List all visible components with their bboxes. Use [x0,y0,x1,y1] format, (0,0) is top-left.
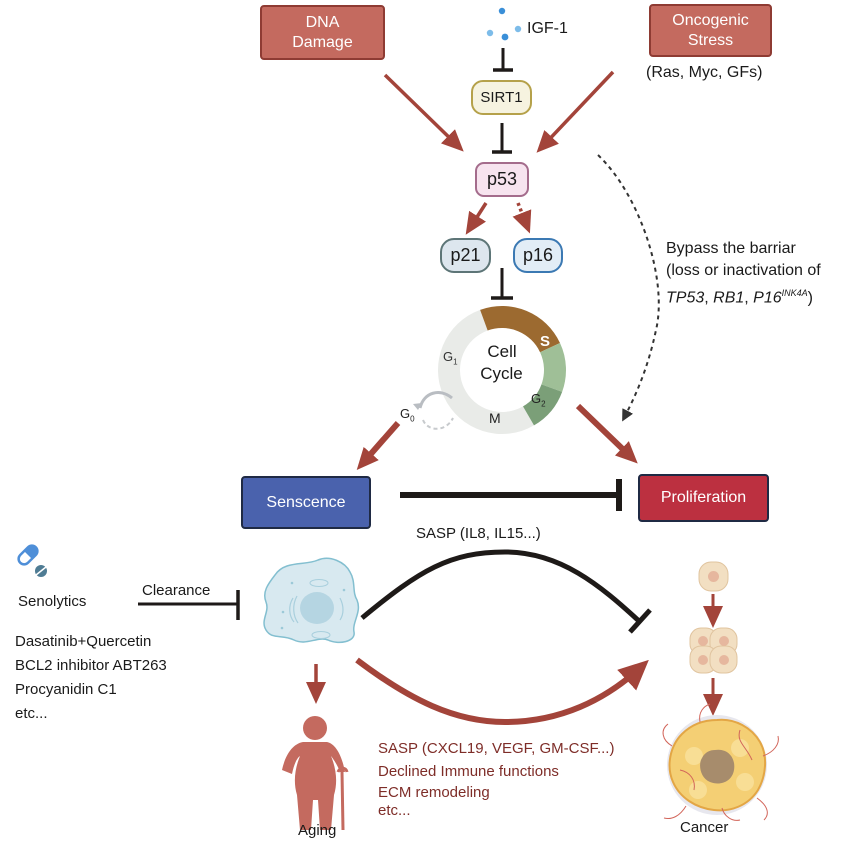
igf1-molecules-icon [486,7,522,41]
arrow-cellcycle-to-senescence [356,421,401,471]
arrow-dna-damage-to-p53 [383,73,464,152]
single-cell-icon [698,561,729,592]
sasp-anti-tumor-label: SASP (IL8, IL15...) [416,525,541,542]
inhibit-senescent-cancer-curve [360,549,652,634]
drug-item: BCL2 inhibitor ABT263 [15,657,167,674]
inhibit-igf1-sirt1 [493,48,513,72]
g0-loop-icon [413,391,454,430]
phase-s-label: S [540,333,551,350]
phase-m-segment [523,384,563,426]
proliferation-box: Proliferation [638,474,769,522]
oncogenic-stress-box: Oncogenic Stress [649,4,772,57]
sirt1-node: SIRT1 [471,80,532,115]
inhibit-clearance [138,590,240,620]
pill-capsule-icon [17,544,47,577]
effect-item: ECM remodeling [378,784,490,801]
dividing-cells-icon [689,627,738,674]
senolytic-drug-list: Dasatinib+Quercetin BCL2 inhibitor ABT26… [15,630,167,726]
effect-item: Declined Immune functions [378,763,559,780]
bypass-line2: (loss or inactivation of [666,262,821,279]
inhibit-senescence-proliferation [400,479,622,511]
cell-cycle-title-line2: Cycle [480,364,523,383]
elderly-person-icon [282,716,349,831]
phase-m-label: M [489,410,501,426]
bypass-dashed-arrow [597,154,660,422]
arrow-senescent-promotes-cancer [355,657,649,726]
phase-g1-label: G1 [443,349,458,367]
senescence-box: Senscence [241,476,371,529]
cancer-label: Cancer [680,819,729,836]
phase-g2-label: G2 [531,391,546,409]
drug-item: etc... [15,705,48,722]
phase-s-segment [480,306,561,353]
bypass-annotation: Bypass the barriar (loss or inactivation… [666,238,821,309]
arrow-p53-to-p21 [465,202,488,235]
p53-node: p53 [475,162,529,197]
inhibit-sirt1-p53 [492,123,512,154]
p21-node: p21 [440,238,491,273]
effect-item: SASP (CXCL19, VEGF, GM-CSF...) [378,740,615,757]
cell-cycle-ring [437,306,567,434]
drug-item: Procyanidin C1 [15,681,117,698]
drug-item: Dasatinib+Quercetin [15,633,152,650]
dna-damage-box: DNA Damage [260,5,385,60]
bypass-line3: TP53, RB1, P16INK4A) [666,288,813,307]
phase-g1-segment [437,309,534,434]
oncogenic-examples-label: (Ras, Myc, GFs) [646,64,763,81]
inhibit-cdki-cell-cycle [491,268,513,300]
senescent-cell-icon [263,557,360,644]
arrow-oncogenic-to-p53 [536,70,615,153]
phase-g0-label: G0 [400,406,415,424]
effect-item: etc... [378,802,411,819]
bypass-line1: Bypass the barriar [666,240,796,257]
cell-cycle-title-line1: Cell [487,342,517,361]
arrow-p53-to-p16-dotted [512,202,532,234]
phase-g2-segment [540,342,567,392]
igf1-label: IGF-1 [527,20,568,37]
aging-label: Aging [298,822,337,839]
senolytics-title: Senolytics [18,593,87,610]
clearance-label: Clearance [142,582,211,599]
tumor-icon [662,703,779,821]
arrow-cellcycle-to-proliferation [575,403,638,464]
pro-tumor-effects-list: SASP (CXCL19, VEGF, GM-CSF...) Declined … [378,737,614,819]
p16-node: p16 [513,238,563,273]
